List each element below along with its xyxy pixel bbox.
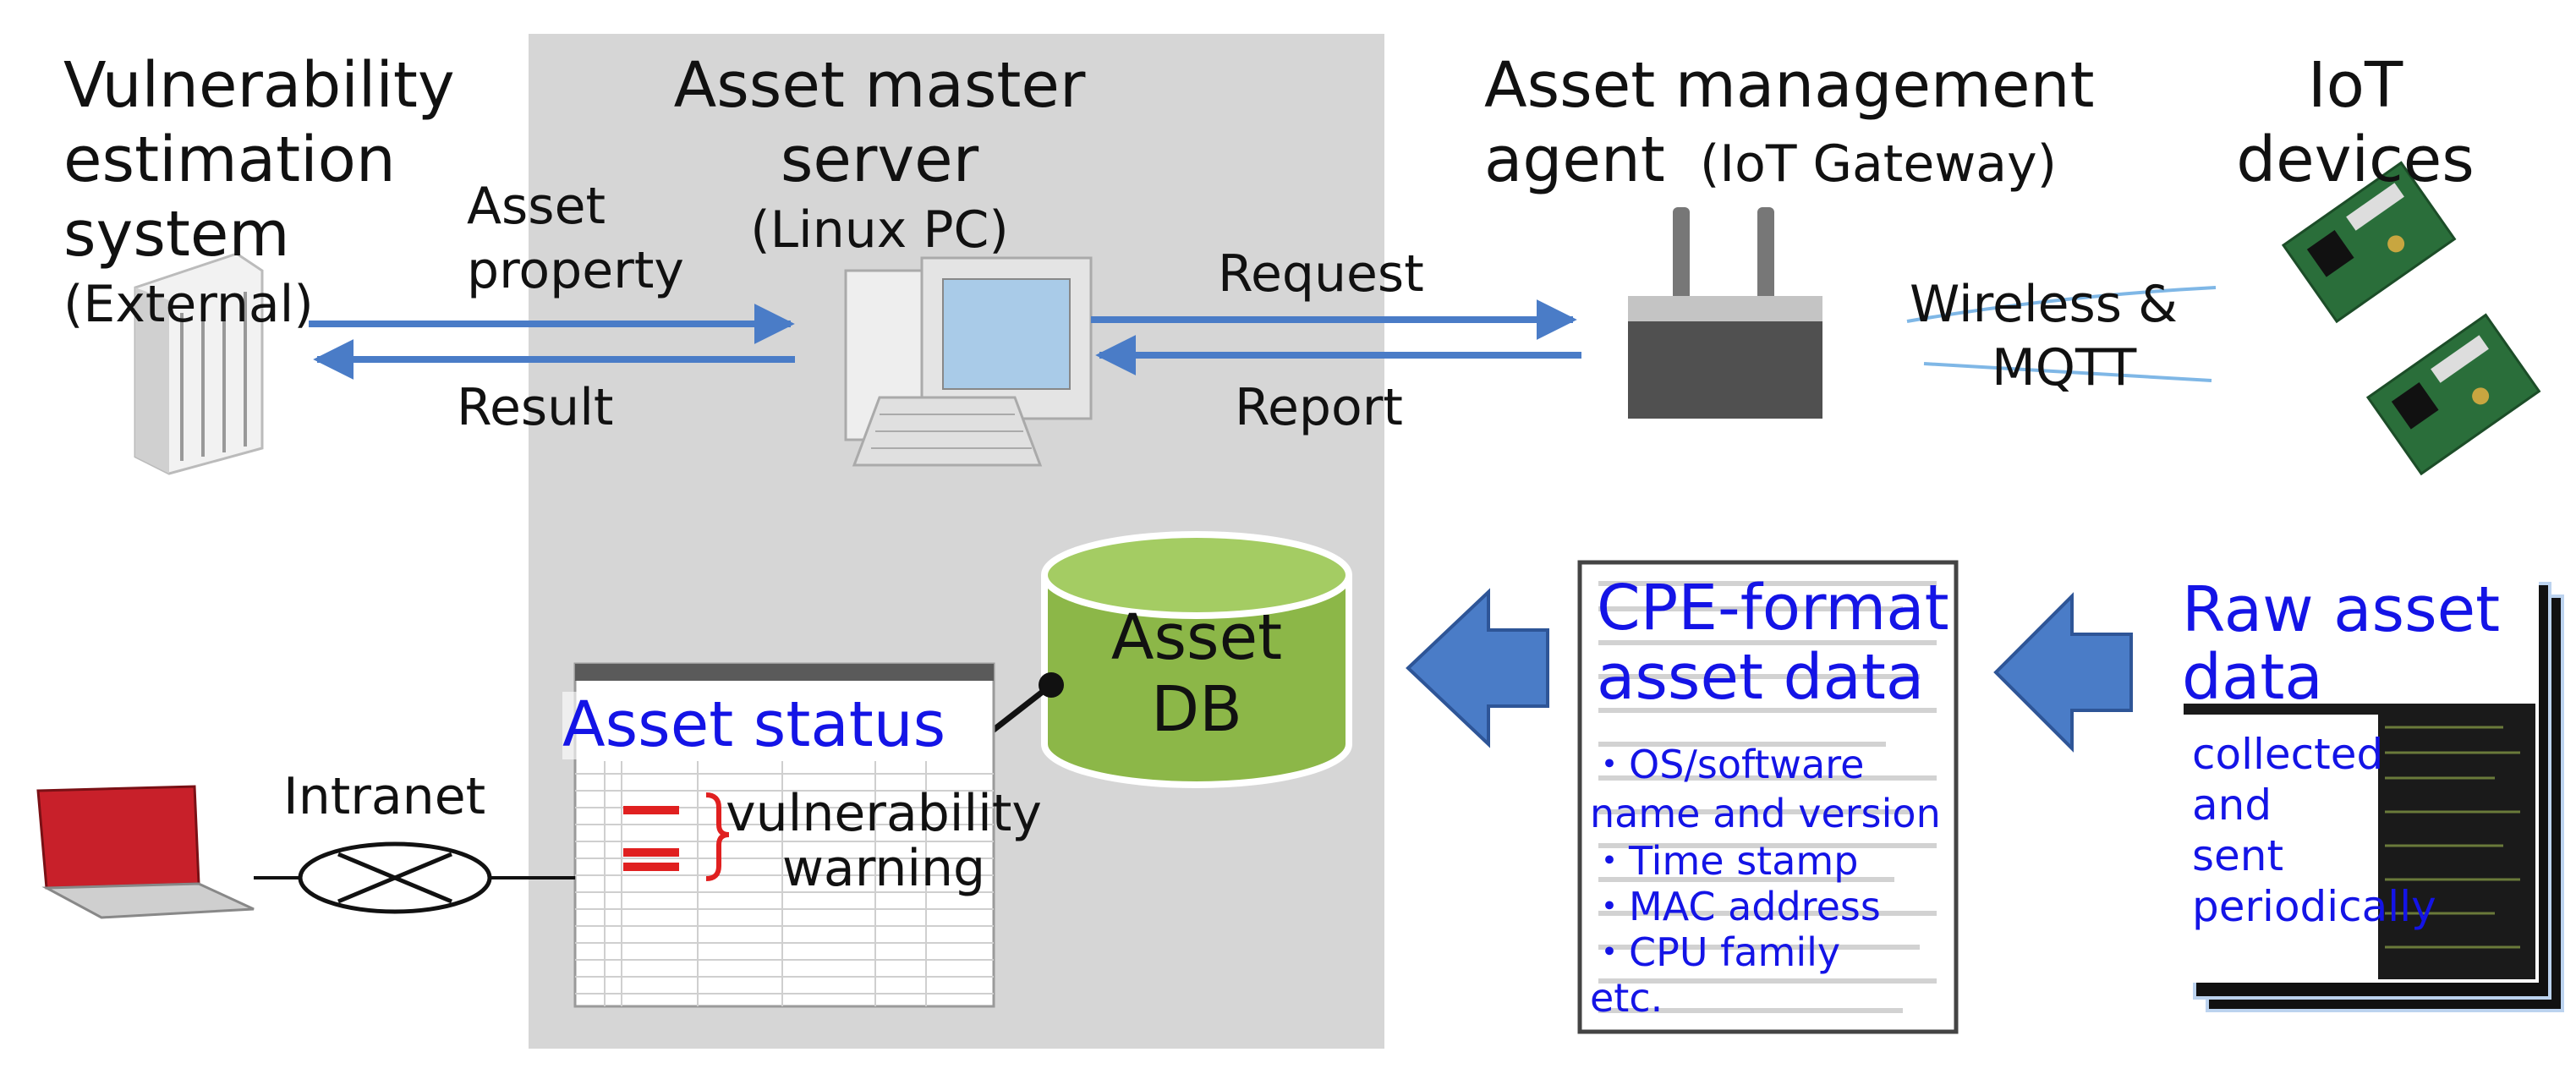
building-icon <box>134 252 264 475</box>
vulnerability-title-line1: Vulnerability <box>63 49 455 122</box>
raw-title-line1: Raw asset <box>2182 573 2501 646</box>
master-title-line1: Asset master <box>673 49 1086 122</box>
iot-title-line1: IoT <box>2307 49 2403 122</box>
vulnerability-warning-line1: vulnerability <box>726 784 1042 843</box>
master-subtitle: (Linux PC) <box>750 200 1009 260</box>
iot-board-icon <box>2365 313 2541 476</box>
cpe-item: ・Time stamp <box>1590 838 1859 884</box>
iot-title-line2: devices <box>2236 123 2475 196</box>
cpe-title-line1: CPE-format <box>1597 572 1949 644</box>
cpe-item: ・OS/software <box>1590 742 1865 787</box>
asset-db-cylinder <box>1041 531 1352 788</box>
cpe-document <box>1577 560 1959 1034</box>
vulnerability-title-line3: system <box>63 198 290 271</box>
db-label-line1: Asset <box>1110 601 1283 674</box>
laptop-icon <box>36 785 255 919</box>
result-label: Result <box>457 378 614 437</box>
block-arrow-to-cpe <box>1993 592 2133 753</box>
raw-desc-line2: and <box>2192 781 2272 830</box>
vulnerability-warning-line2: warning <box>781 839 986 898</box>
report-label: Report <box>1235 378 1403 437</box>
wireless-label: Wireless & <box>1910 275 2178 334</box>
raw-title-line2: data <box>2182 641 2323 714</box>
desktop-pc-icon <box>844 256 1093 467</box>
mqtt-label: MQTT <box>1992 338 2137 397</box>
vulnerability-title-line2: estimation <box>63 123 396 196</box>
agent-title-line1: Asset management <box>1484 49 2095 122</box>
db-label-line2: DB <box>1151 673 1242 746</box>
vulnerability-subtitle: (External) <box>63 275 314 334</box>
cpe-item: ・MAC address <box>1590 884 1881 929</box>
asset-status-title: Asset status <box>562 688 946 761</box>
raw-desc-line4: periodically <box>2192 882 2436 931</box>
iot-gateway-icon <box>1628 207 1822 419</box>
raw-desc-line1: collected <box>2192 730 2384 779</box>
cpe-item: ・CPU family <box>1590 929 1841 975</box>
block-arrow-to-db <box>1406 588 1549 748</box>
iot-board-icon <box>2281 161 2457 324</box>
master-title-line2: server <box>780 123 979 196</box>
raw-desc-line3: sent <box>2192 831 2284 880</box>
request-label: Request <box>1218 244 1424 304</box>
agent-title-line2: agent <box>1484 123 1665 196</box>
raw-data-terminals <box>2180 565 2564 1012</box>
asset-property-label-line2: property <box>467 241 684 300</box>
cpe-item: name and version <box>1590 791 1941 836</box>
cpe-title-line2: asset data <box>1597 641 1925 714</box>
agent-subtitle: (IoT Gateway) <box>1700 134 2057 194</box>
cpe-item: etc. <box>1590 975 1663 1021</box>
asset-property-label-line1: Asset <box>467 177 606 236</box>
intranet-label: Intranet <box>283 767 486 826</box>
